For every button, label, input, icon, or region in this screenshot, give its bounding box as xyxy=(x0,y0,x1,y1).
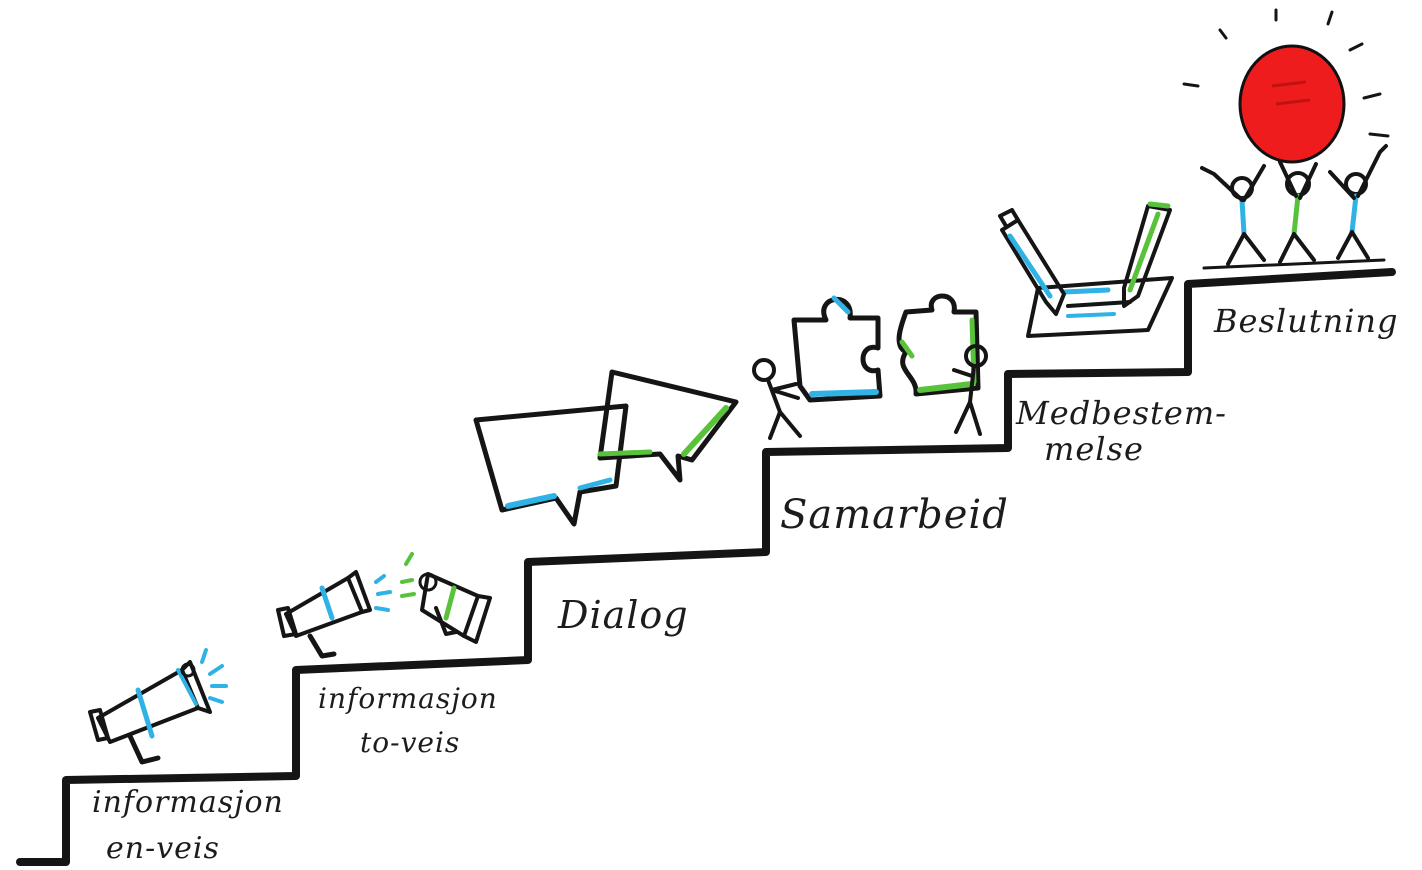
speech-bubbles-icon xyxy=(473,369,739,527)
step-1-label-line2: en-veis xyxy=(106,831,220,866)
two-megaphones-icon xyxy=(276,552,492,659)
step-6-label: Beslutning xyxy=(1213,302,1399,340)
step-5-label-line2: melse xyxy=(1044,430,1144,468)
people-holding-ball-icon xyxy=(1182,8,1390,270)
step-2-label-line2: to-veis xyxy=(360,726,460,759)
step-4-label: Samarbeid xyxy=(780,492,1009,538)
step-5-label-line1: Medbestem- xyxy=(1015,394,1227,432)
step-2-label-line1: informasjon xyxy=(318,682,498,715)
megaphone-icon xyxy=(88,648,228,765)
step-3-label: Dialog xyxy=(557,593,689,637)
puzzle-pieces-icon xyxy=(752,293,988,440)
pencils-signing-icon xyxy=(998,201,1174,338)
step-1-label-line1: informasjon xyxy=(92,785,284,820)
staircase-line xyxy=(16,268,1396,866)
decision-ball xyxy=(1238,44,1346,164)
